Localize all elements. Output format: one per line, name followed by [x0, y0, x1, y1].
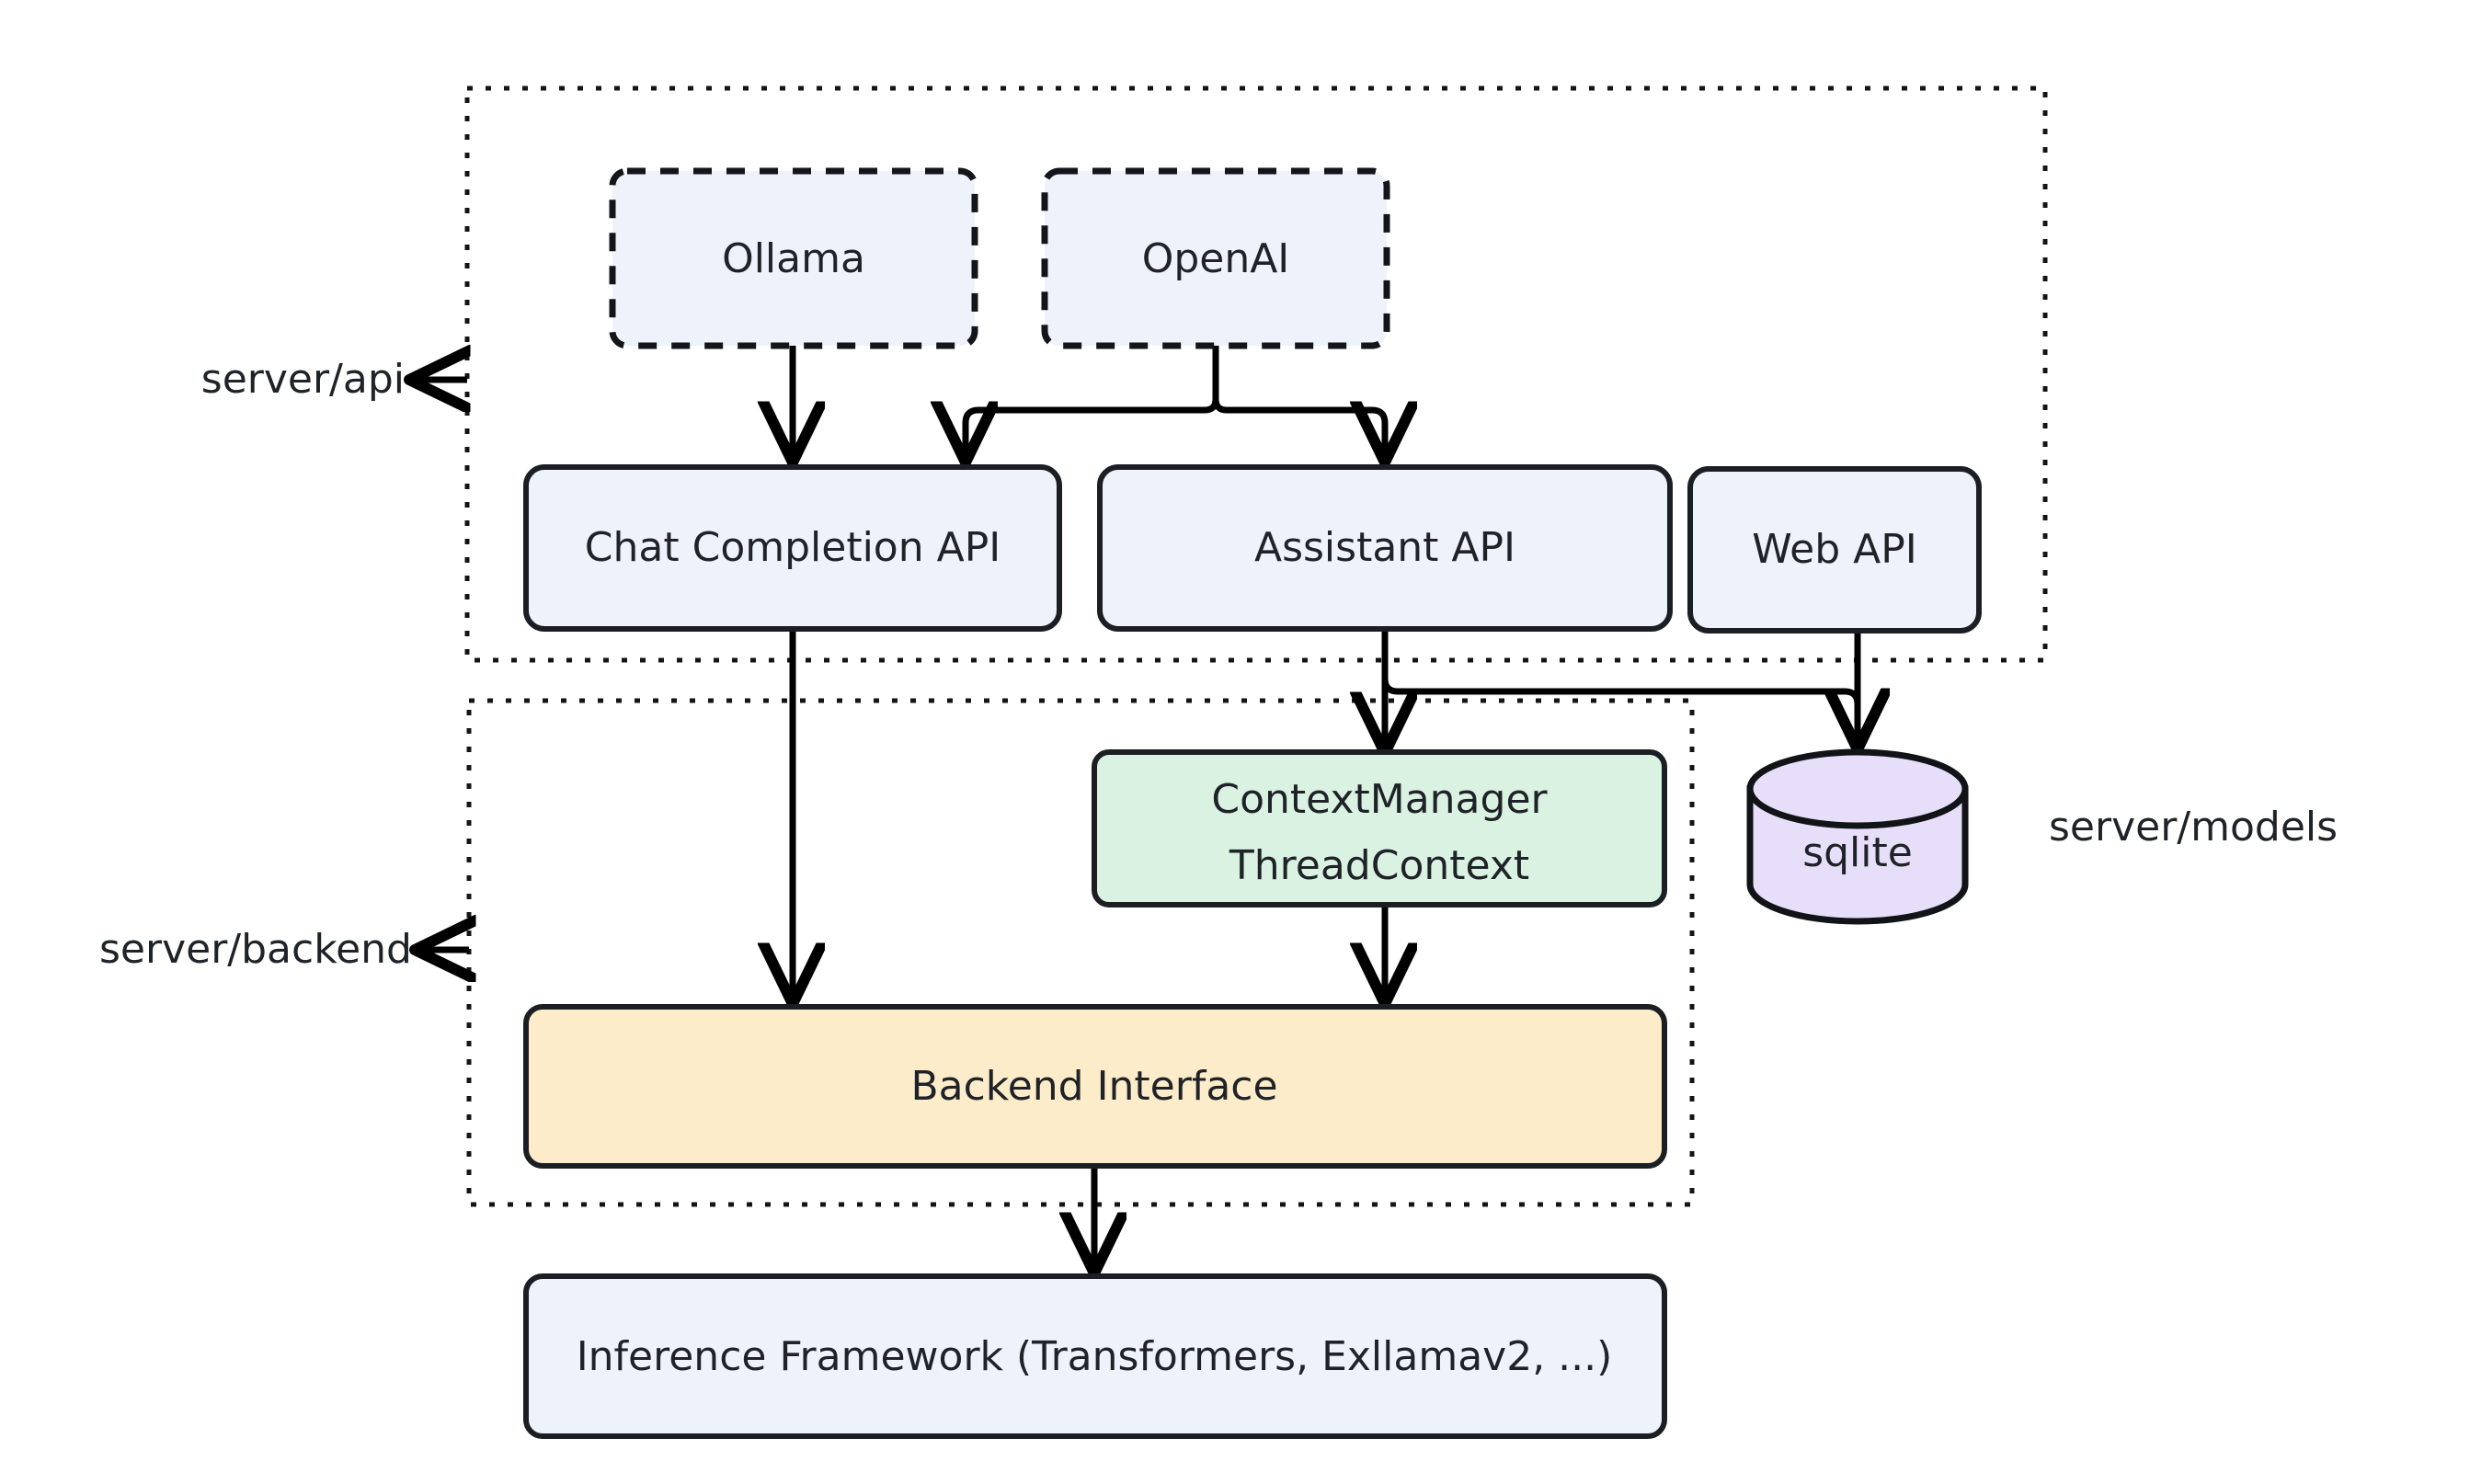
node-contextmanager-label-line1: ContextManager — [1211, 776, 1548, 823]
node-chat-completion-api[interactable]: Chat Completion API — [523, 464, 1062, 632]
node-chat-completion-api-shape — [523, 464, 1062, 632]
node-openai[interactable]: OpenAI — [1041, 167, 1390, 349]
node-backend-interface-label: Backend Interface — [910, 1063, 1277, 1110]
node-inference-framework-shape — [523, 1273, 1667, 1439]
edge-openai-to-assistant-api — [1212, 346, 1385, 456]
node-web-api-label: Web API — [1752, 526, 1917, 573]
node-sqlite-label: sqlite — [1802, 829, 1913, 876]
edge-openai-to-chat-api — [966, 346, 1219, 456]
node-inference-framework[interactable]: Inference Framework (Transformers, Exlla… — [523, 1273, 1667, 1439]
node-openai-shape — [1041, 167, 1390, 349]
node-assistant-api-shape — [1097, 464, 1673, 632]
node-contextmanager-label-line2: ThreadContext — [1229, 842, 1529, 889]
node-inference-framework-label: Inference Framework (Transformers, Exlla… — [577, 1333, 1613, 1380]
group-label-server-api-text: server/api — [201, 356, 405, 403]
group-label-server-api: server/api — [201, 356, 467, 403]
node-sqlite-top — [1746, 748, 1969, 829]
node-chat-completion-api-label: Chat Completion API — [585, 524, 1001, 571]
node-backend-interface[interactable]: Backend Interface — [523, 1004, 1667, 1169]
node-web-api[interactable]: Web API — [1687, 466, 1982, 634]
node-openai-label: OpenAI — [1142, 235, 1290, 282]
node-ollama[interactable]: Ollama — [609, 167, 978, 349]
node-backend-interface-shape — [523, 1004, 1667, 1169]
node-ollama-shape — [609, 167, 978, 349]
node-ollama-label: Ollama — [722, 235, 865, 282]
node-contextmanager[interactable]: ContextManager ThreadContext — [1092, 749, 1667, 908]
edge-assistant-api-to-sqlite — [1381, 629, 1858, 743]
node-contextmanager-shape — [1092, 749, 1667, 908]
group-label-server-backend: server/backend — [99, 926, 469, 973]
group-label-server-backend-text: server/backend — [99, 926, 412, 973]
node-web-api-shape — [1687, 466, 1982, 634]
node-sqlite[interactable]: sqlite — [1746, 748, 1969, 925]
node-assistant-api-label: Assistant API — [1254, 524, 1515, 571]
group-label-server-models: server/models — [2049, 804, 2338, 850]
node-assistant-api[interactable]: Assistant API — [1097, 464, 1673, 632]
